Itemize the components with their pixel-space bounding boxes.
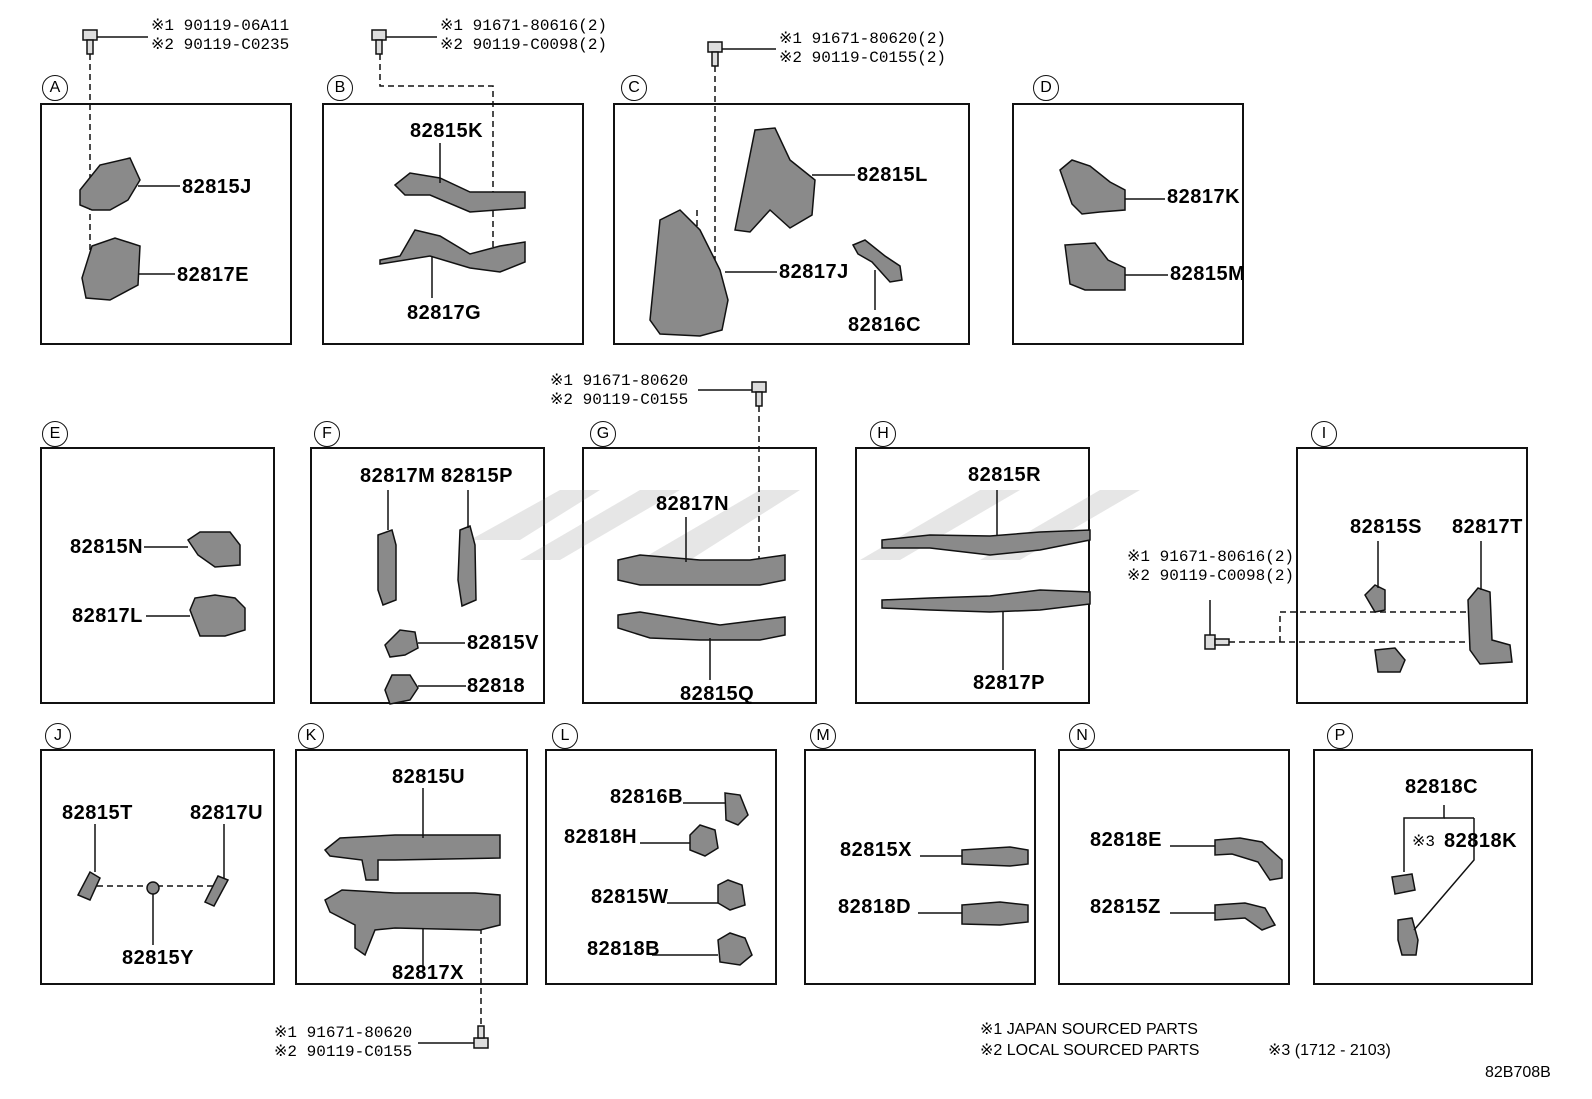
part-number: 82815P (441, 465, 513, 487)
bolt-note-line1: ※1 91671-80620(2) (779, 30, 947, 48)
section-label-B: B (327, 75, 353, 101)
bolt-icon-B (371, 29, 387, 55)
bolt-note-line1: ※1 91671-80620 (550, 372, 689, 390)
section-label-P: P (1327, 723, 1353, 749)
panel-H (855, 447, 1090, 704)
section-label-M: M (810, 723, 836, 749)
part-number: 82817P (973, 672, 1045, 694)
part-number: 82818C (1405, 776, 1479, 798)
part-number: 82815S (1350, 516, 1422, 538)
part-number: 82817X (392, 962, 464, 984)
section-label-K: K (298, 723, 324, 749)
part-number: 82815Q (680, 683, 755, 705)
section-label-L: L (552, 723, 578, 749)
bolt-icon-C (707, 41, 723, 67)
part-number: 82815W (591, 886, 669, 908)
bolt-note-line2: ※2 90119-C0155(2) (779, 49, 947, 67)
part-number: 82817G (407, 302, 482, 324)
section-label-F: F (314, 421, 340, 447)
part-number: 82815T (62, 802, 133, 824)
section-label-D: D (1033, 75, 1059, 101)
section-label-N: N (1069, 723, 1095, 749)
panel-B (322, 103, 584, 345)
bolt-icon-A (82, 29, 98, 55)
part-number: 82817J (779, 261, 849, 283)
bolt-note-B: ※1 91671-80616(2) ※2 90119-C0098(2) (440, 17, 607, 55)
part-number: 82815M (1170, 263, 1246, 285)
part-number: 82817U (190, 802, 264, 824)
bolt-note-line1: ※1 91671-80620 (274, 1024, 413, 1042)
part-number: 82818 (467, 675, 526, 697)
bolt-icon-I (1204, 634, 1230, 650)
section-label-G: G (590, 421, 616, 447)
bolt-note-A: ※1 90119-06A11 ※2 90119-C0235 (151, 17, 289, 55)
bolt-note-line2: ※2 90119-C0098(2) (1127, 567, 1295, 585)
bolt-note-line2: ※2 90119-C0235 (151, 36, 290, 54)
part-number: 82815N (70, 536, 144, 558)
part-number: 82815J (182, 176, 252, 198)
part-number: 82818B (587, 938, 661, 960)
bolt-icon-G (751, 381, 767, 407)
part-number: 82817T (1452, 516, 1523, 538)
part-number: 82816B (610, 786, 684, 808)
bolt-note-K: ※1 91671-80620 ※2 90119-C0155 (274, 1024, 412, 1062)
bolt-note-I: ※1 91671-80616(2) ※2 90119-C0098(2) (1127, 548, 1294, 586)
part-number: 82815V (467, 632, 539, 654)
part-number: 82815U (392, 766, 466, 788)
section-label-J: J (45, 723, 71, 749)
part-number: 82817E (177, 264, 249, 286)
bolt-note-line1: ※1 91671-80616(2) (1127, 548, 1295, 566)
panel-K (295, 749, 528, 985)
section-label-C: C (621, 75, 647, 101)
part-number: 82815R (968, 464, 1042, 486)
part-number: 82815Z (1090, 896, 1161, 918)
part-number: 82817M (360, 465, 436, 487)
part-number: 82818E (1090, 829, 1162, 851)
part-number: 82818D (838, 896, 912, 918)
panel-D (1012, 103, 1244, 345)
panel-J (40, 749, 275, 985)
bolt-note-line1: ※1 91671-80616(2) (440, 17, 608, 35)
legend-japan: ※1 JAPAN SOURCED PARTS (980, 1021, 1198, 1038)
section-label-H: H (870, 421, 896, 447)
part-number: 82815Y (122, 947, 194, 969)
panel-F (310, 447, 545, 704)
part-number: 82815X (840, 839, 912, 861)
bolt-note-line1: ※1 90119-06A11 (151, 17, 290, 35)
panel-M (804, 749, 1036, 985)
panel-N (1058, 749, 1290, 985)
part-number: 82815L (857, 164, 928, 186)
diagram-code: 82B708B (1485, 1064, 1551, 1081)
part-number: 82815K (410, 120, 484, 142)
panel-A (40, 103, 292, 345)
bolt-note-C: ※1 91671-80620(2) ※2 90119-C0155(2) (779, 30, 946, 68)
part-number: 82817K (1167, 186, 1241, 208)
part-number: 82818K (1444, 830, 1518, 852)
bolt-note-G: ※1 91671-80620 ※2 90119-C0155 (550, 372, 688, 410)
bolt-icon-K (473, 1025, 489, 1049)
part-number: 82817N (656, 493, 730, 515)
legend-local: ※2 LOCAL SOURCED PARTS (980, 1042, 1200, 1059)
bolt-note-line2: ※2 90119-C0098(2) (440, 36, 608, 54)
part-number: 82817L (72, 605, 143, 627)
section-label-I: I (1311, 421, 1337, 447)
panel-E (40, 447, 275, 704)
marker-3: ※3 (1412, 833, 1436, 851)
bolt-note-line2: ※2 90119-C0155 (550, 391, 689, 409)
panel-P (1313, 749, 1533, 985)
part-number: 82816C (848, 314, 922, 336)
section-label-E: E (42, 421, 68, 447)
section-label-A: A (42, 75, 68, 101)
part-number: 82818H (564, 826, 638, 848)
bolt-note-line2: ※2 90119-C0155 (274, 1043, 413, 1061)
legend-range: ※3 (1712 - 2103) (1268, 1042, 1391, 1059)
